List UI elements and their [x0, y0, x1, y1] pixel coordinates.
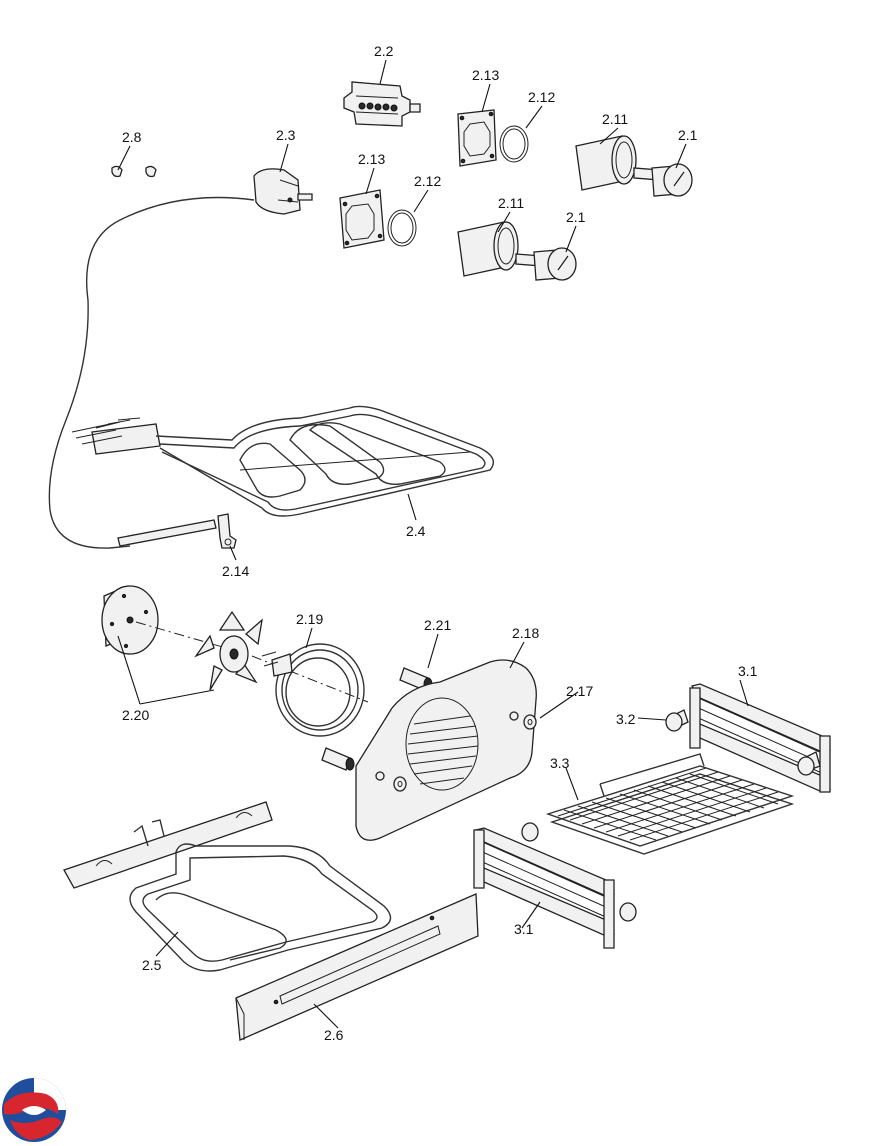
part-2-20-fan-motor — [101, 585, 159, 655]
part-2-13-gasket-upper — [457, 109, 497, 167]
part-3-3-wire-shelf — [545, 753, 795, 855]
label-2-8: 2.8 — [122, 129, 142, 145]
part-2-3-thermostat — [253, 168, 313, 215]
part-3-1-shelf-runner-upper — [689, 683, 831, 793]
part-2-14-bracket — [217, 513, 237, 549]
brand-logo — [2, 1078, 66, 1142]
part-2-5-bottom-element — [63, 801, 392, 972]
label-2-11-lower: 2.11 — [498, 195, 524, 211]
capillary-tube — [48, 196, 255, 549]
part-2-11-knob-sleeve-upper — [575, 135, 637, 191]
label-2-20: 2.20 — [122, 707, 149, 723]
part-2-1-control-knob-lower — [515, 247, 577, 281]
label-2-14: 2.14 — [222, 563, 249, 579]
label-2-13-upper: 2.13 — [472, 67, 499, 83]
label-2-18: 2.18 — [512, 625, 539, 641]
label-2-12-upper: 2.12 — [528, 89, 555, 105]
leader-lines — [117, 59, 749, 1029]
part-3-1-shelf-runner-lower — [473, 822, 637, 949]
part-2-17-washers — [393, 714, 537, 792]
part-2-8-clips — [111, 165, 157, 178]
label-2-17: 2.17 — [566, 683, 593, 699]
label-2-12-lower: 2.12 — [414, 173, 441, 189]
label-2-6: 2.6 — [324, 1027, 344, 1043]
part-2-18-fan-cover — [355, 659, 537, 841]
label-3-3: 3.3 — [550, 755, 570, 771]
part-2-4-grill-element — [71, 405, 494, 517]
part-2-1-control-knob-upper — [633, 163, 693, 197]
part-2-13-gasket-lower — [339, 189, 385, 249]
part-3-2-screws — [665, 709, 821, 776]
part-labels: 2.2 2.13 2.12 2.11 2.1 2.8 2.3 2.13 2.12… — [122, 43, 758, 1043]
label-2-3: 2.3 — [276, 127, 296, 143]
part-2-11-knob-sleeve-lower — [457, 221, 519, 277]
part-2-6-rail — [235, 893, 479, 1041]
part-2-2-switch — [343, 81, 421, 127]
part-2-19-circular-element — [261, 643, 365, 737]
label-2-1-lower: 2.1 — [566, 209, 586, 225]
label-3-2: 3.2 — [616, 711, 636, 727]
part-2-12-ring-upper — [499, 125, 529, 163]
label-2-13-lower: 2.13 — [358, 151, 385, 167]
label-3-1-upper: 3.1 — [738, 663, 758, 679]
label-2-5: 2.5 — [142, 957, 162, 973]
label-2-1-upper: 2.1 — [678, 127, 698, 143]
part-2-12-ring-lower — [387, 209, 417, 247]
sensor-bulb — [117, 519, 217, 547]
label-2-11-upper: 2.11 — [602, 111, 628, 127]
label-2-2: 2.2 — [374, 43, 394, 59]
label-2-21: 2.21 — [424, 617, 451, 633]
label-3-1-lower: 3.1 — [514, 921, 534, 937]
label-2-4: 2.4 — [406, 523, 426, 539]
part-2-20-fan-blade — [194, 610, 263, 691]
label-2-19: 2.19 — [296, 611, 323, 627]
